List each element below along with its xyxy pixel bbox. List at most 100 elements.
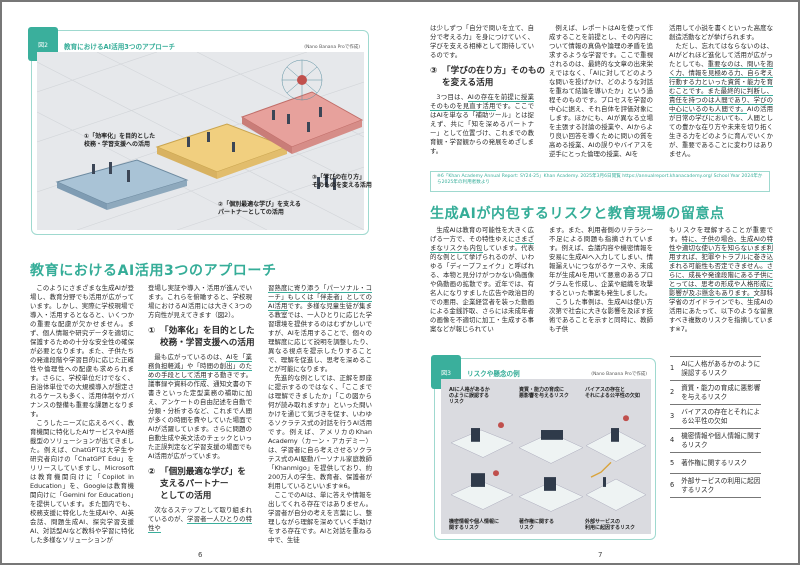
paragraph: ここでのAIは、単に答えや情報を出してくれる存在ではありません。学習者が自分の考… bbox=[268, 491, 372, 545]
risk-list-item: 6 外部サービスの利用に起因するリスク bbox=[670, 474, 761, 498]
subheading-text: 「効率化」を目的とした 校務・学習支援への活用 bbox=[160, 326, 255, 348]
paragraph: は少しずつ「自分で問いを立て、自分で考える力」を身につけていく、学びを支える相棒… bbox=[430, 24, 534, 60]
figure-2-illustration bbox=[37, 52, 364, 230]
page-number-left: 6 bbox=[198, 551, 203, 559]
text-run: 例えば、レポートはAIを使って作成することを前提とし、その内容について情報の真偽… bbox=[549, 24, 653, 158]
risk-number: 4 bbox=[670, 436, 675, 445]
text-run: 最も広がっているのは、 bbox=[154, 353, 227, 361]
text-run: もリスクを理解することが重要です。 bbox=[669, 226, 773, 243]
right-column-3: 活用して小説を書くといった高度な創造活動などが挙げられます。 ただし、忘れてはな… bbox=[669, 24, 774, 159]
paragraph: 習熟度に寄り添う「パーソナル・コーチ」もしくは「伴走者」としてのAI活用です。多… bbox=[268, 284, 372, 374]
paragraph: こうした事例は、生成AIは使い方次第で社会に大きな影響を及ぼす技術であることを示… bbox=[549, 298, 653, 334]
text-run: しています。代表的な例として挙げられるのが、いわゆる「ディープフェイク」と呼ばれ… bbox=[430, 244, 534, 333]
left-column-3: 習熟度に寄り添う「パーソナル・コーチ」もしくは「伴走者」としてのAI活用です。多… bbox=[268, 284, 372, 545]
underlined-emphasis: 学習者一人ひとりの特性や bbox=[148, 515, 252, 533]
figure-3-label-4: 機密情報や個人情報に 関するリスク bbox=[449, 519, 500, 531]
paragraph: ます。また、利用者側のリテラシー不足による問題も指摘されています。例えば、会議内… bbox=[549, 226, 653, 298]
figure-3-label-3: バイアスの存在と それによる公平性の欠如 bbox=[585, 387, 640, 399]
text-run: 3つ目は、 bbox=[436, 93, 468, 101]
text-run: 先進的な例としては、正解を即座に提示するのではなく、「ここまでは理解できましたか… bbox=[268, 374, 372, 490]
risk-number: 2 bbox=[670, 388, 675, 397]
right-column-2: 例えば、レポートはAIを使って作成することを前提とし、その内容について情報の真偽… bbox=[549, 24, 653, 159]
subheading-text: 「個別最適な学び」を 支えるパートナー としての活用 bbox=[160, 467, 246, 501]
risk-list-item: 2 資質・能力の育成に悪影響を与えるリスク bbox=[670, 381, 761, 405]
figure-2-label-3: ③「学びの在り方」 そのものを変える活用 bbox=[312, 174, 372, 189]
paragraph: 最も広がっているのは、AIを「業務負担軽減」や「時間の創出」のための手段として活… bbox=[148, 353, 252, 461]
risk-list-item: 3 バイアスの存在とそれによる公平性の欠如 bbox=[670, 405, 761, 429]
subheading-number: ② bbox=[148, 467, 156, 477]
paragraph: 生成AIは教育の可能性を大きく広げる一方で、その特性ゆえにさまざまなリスクも内包… bbox=[430, 226, 535, 334]
risk-list: 1 AIに人格があるかのように誤認するリスク 2 資質・能力の育成に悪影響を与えるリ… bbox=[670, 356, 761, 498]
risk-text: 外部サービスの利用に起因するリスク bbox=[681, 477, 761, 494]
figure-3-illustration bbox=[441, 379, 651, 534]
text-run: こうした事例は、生成AIは使い方次第で社会に大きな影響を及ぼす技術であることを示… bbox=[549, 298, 653, 333]
figure-2-title: 教育におけるAI活用3つのアプローチ bbox=[64, 43, 176, 51]
figure-2-label-1: ①「効率化」を目的とした 校務・学習支援への活用 bbox=[84, 133, 156, 148]
risk-column-2: ます。また、利用者側のリテラシー不足による問題も指摘されています。例えば、会議内… bbox=[549, 226, 653, 334]
figure-3-credit: (Nano Banana Proで作成) bbox=[591, 372, 647, 377]
underlined-emphasis: AIの存在を前提に授業そのものを見直す活用 bbox=[430, 93, 534, 111]
risk-text: AIに人格があるかのように誤認するリスク bbox=[681, 360, 761, 377]
text-run: 文部科学省のガイドラインでも、生成AIの活用にあたって、以下のような留意すべき複… bbox=[669, 289, 773, 333]
underlined-emphasis: 特に、子供の場合、生成AIの特性や適切な使い方を知らないまま利用すれば、犯罪やト… bbox=[669, 235, 773, 298]
text-run: です。ここではAIを単なる「補助ツール」とは捉えず、共に「知を深めるパートナー」… bbox=[430, 102, 534, 155]
left-heading: 教育におけるAI活用3つのアプローチ bbox=[30, 263, 277, 279]
subheading-3: ③ 「学びの在り方」そのもの を変える活用 bbox=[430, 65, 545, 89]
paragraph: もリスクを理解することが重要です。特に、子供の場合、生成AIの特性や適切な使い方… bbox=[669, 226, 773, 334]
text-run: AIの活用が日常の学びにおいても、人間としての豊かな在り方や未来を切り拓く生きる… bbox=[669, 105, 773, 158]
right-column-1: は少しずつ「自分で問いを立て、自分で考える力」を身につけていく、学びを支える相棒… bbox=[430, 24, 545, 156]
figure-3-label-5: 著作権に関する リスク bbox=[519, 519, 555, 531]
text-run: ます。また、利用者側のリテラシー不足による問題も指摘されています。例えば、会議内… bbox=[549, 226, 653, 297]
left-column-2: 登場し実証や導入・活用が進んでいます。これらを俯瞰すると、学校現場におけるAI活… bbox=[148, 284, 255, 533]
paragraph: こうしたニーズに応えるべく、教育機関に特化したAIサービスやAI搭載型のソリュー… bbox=[30, 419, 134, 545]
underlined-emphasis: 習熟度に寄り添う「パーソナル・コーチ」もしくは「伴走者」としてのAI活用 bbox=[268, 284, 372, 311]
risk-list-item: 5 著作権に関するリスク bbox=[670, 453, 761, 474]
figure-3-label-2: 資質・能力の育成に 悪影響を与えるリスク bbox=[519, 387, 569, 399]
paragraph: 3つ目は、AIの存在を前提に授業そのものを見直す活用です。ここではAIを単なる「… bbox=[430, 93, 534, 156]
risk-number: 5 bbox=[670, 458, 675, 467]
risk-text: 著作権に関するリスク bbox=[681, 458, 748, 467]
text-run: こうしたニーズに応えるべく、教育機関に特化したAIサービスやAI搭載型のソリュー… bbox=[30, 419, 134, 544]
figure-2-credit: (Nano Banana Proで作成) bbox=[304, 45, 360, 50]
left-column-1: このようにさまざまな生成AIが登場し、教育分野でも活用が広がっています。しかし、… bbox=[30, 284, 134, 545]
paragraph: 例えば、レポートはAIを使って作成することを前提とし、その内容について情報の真偽… bbox=[549, 24, 653, 159]
text-run: ただし、忘れてはならないのは、AIがどれほど進化して活用が広がったとしても、 bbox=[669, 42, 773, 68]
right-heading: 生成AIが内包するリスクと教育現場の留意点 bbox=[430, 206, 725, 222]
subheading-number: ③ bbox=[430, 66, 438, 76]
text-run: 次なるステップとして取り組まれているのが、 bbox=[148, 506, 252, 523]
text-run: です。多様な児童生徒が集まる教室では、一人ひとりに応じた学習環境を提供するのはむ… bbox=[268, 302, 372, 373]
risk-text: 機密情報や個人情報に関するリスク bbox=[681, 432, 761, 449]
text-run: ここでのAIは、単に答えや情報を出してくれる存在ではありません。学習者が自分の考… bbox=[268, 491, 372, 544]
underlined-emphasis: さまざまなリスクも内包 bbox=[430, 235, 535, 253]
risk-column-1: 生成AIは教育の可能性を大きく広げる一方で、その特性ゆえにさまざまなリスクも内包… bbox=[430, 226, 535, 334]
paragraph: 次なるステップとして取り組まれているのが、学習者一人ひとりの特性や bbox=[148, 506, 252, 533]
subheading-1: ① 「効率化」を目的とした 校務・学習支援への活用 bbox=[148, 325, 255, 349]
figure-3-label-1: AIに人格があるか のように誤認する リスク bbox=[449, 387, 490, 405]
risk-text: バイアスの存在とそれによる公平性の欠如 bbox=[681, 408, 761, 425]
risk-list-item: 1 AIに人格があるかのように誤認するリスク bbox=[670, 356, 761, 381]
risk-column-3: もリスクを理解することが重要です。特に、子供の場合、生成AIの特性や適切な使い方… bbox=[669, 226, 773, 334]
figure-3-label-6: 外部サービスの 利用に起因するリスク bbox=[585, 519, 636, 531]
subheading-number: ① bbox=[148, 326, 156, 336]
risk-number: 6 bbox=[670, 481, 675, 490]
paragraph: 先進的な例としては、正解を即座に提示するのではなく、「ここまでは理解できましたか… bbox=[268, 374, 372, 491]
underlined-emphasis: AIを「業務負担軽減」や「時間の創出」のための手段として活用 bbox=[148, 353, 252, 380]
risk-text: 資質・能力の育成に悪影響を与えるリスク bbox=[681, 384, 761, 401]
footnote-source: ※6「Khan Academy Annual Report: SY24-25」K… bbox=[430, 171, 770, 192]
paragraph: 登場し実証や導入・活用が進んでいます。これらを俯瞰すると、学校現場におけるAI活… bbox=[148, 284, 252, 320]
risk-number: 1 bbox=[670, 364, 675, 373]
text-run: このようにさまざまな生成AIが登場し、教育分野でも活用が広がっています。しかし、… bbox=[30, 284, 134, 418]
risk-number: 3 bbox=[670, 412, 675, 421]
paragraph: 活用して小説を書くといった高度な創造活動などが挙げられます。 bbox=[669, 24, 773, 42]
text-run: は少しずつ「自分で問いを立て、自分で考える力」を身につけていく、学びを支える相棒… bbox=[430, 24, 534, 59]
risk-list-item: 4 機密情報や個人情報に関するリスク bbox=[670, 429, 761, 453]
paragraph: ただし、忘れてはならないのは、AIがどれほど進化して活用が広がったとしても、重要… bbox=[669, 42, 774, 159]
figure-3: 図3 リスクや懸念の例 (Nano Banana Proで作成) AIに人格があ… bbox=[431, 355, 656, 540]
figure-2-label-2: ②「個別最適な学び」を支える パートナーとしての活用 bbox=[218, 201, 301, 216]
paragraph: このようにさまざまな生成AIが登場し、教育分野でも活用が広がっています。しかし、… bbox=[30, 284, 134, 419]
page-number-right: 7 bbox=[598, 551, 603, 559]
subheading-2: ② 「個別最適な学び」を 支えるパートナー としての活用 bbox=[148, 466, 252, 502]
subheading-text: 「学びの在り方」そのもの を変える活用 bbox=[442, 66, 546, 88]
underlined-emphasis: 重要なのは、問いを抱く力、情報を見極める力、自ら考え行動する力といった資質・能力… bbox=[669, 60, 774, 114]
figure-3-title: リスクや懸念の例 bbox=[467, 370, 520, 378]
